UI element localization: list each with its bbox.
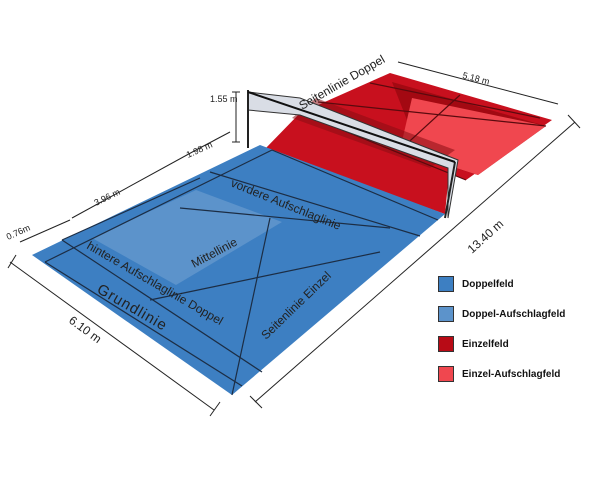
legend-item-doppelfeld: Doppelfeld [438, 276, 598, 292]
legend-item-doppel-aufschlagfeld: Doppel-Aufschlagfeld [438, 306, 598, 322]
dimension-lines [7, 61, 581, 417]
legend-swatch [438, 276, 454, 292]
dim-net-height: 1.55 m [210, 94, 238, 104]
dim-service-length: 3.96 m [92, 187, 121, 208]
dim-short-service: 1.98 m [185, 140, 214, 160]
far-service-zone [264, 113, 450, 214]
legend-item-einzelfeld: Einzelfeld [438, 336, 598, 352]
legend-label: Einzelfeld [462, 338, 509, 350]
dim-far-width: 5.18 m [462, 70, 491, 86]
legend: Doppelfeld Doppel-Aufschlagfeld Einzelfe… [438, 276, 598, 396]
dim-width: 6.10 m [66, 313, 104, 346]
net [247, 91, 459, 219]
legend-label: Doppel-Aufschlagfeld [462, 308, 566, 320]
net-top-cord [247, 91, 456, 163]
net-post-right [444, 161, 456, 219]
dim-length: 13.40 m [465, 217, 507, 256]
legend-label: Einzel-Aufschlagfeld [462, 368, 561, 380]
legend-label: Doppelfeld [462, 278, 514, 290]
near-court-lines [44, 149, 439, 396]
legend-swatch [438, 306, 454, 322]
legend-swatch [438, 336, 454, 352]
legend-item-einzel-aufschlagfeld: Einzel-Aufschlagfeld [438, 366, 598, 382]
legend-swatch [438, 366, 454, 382]
